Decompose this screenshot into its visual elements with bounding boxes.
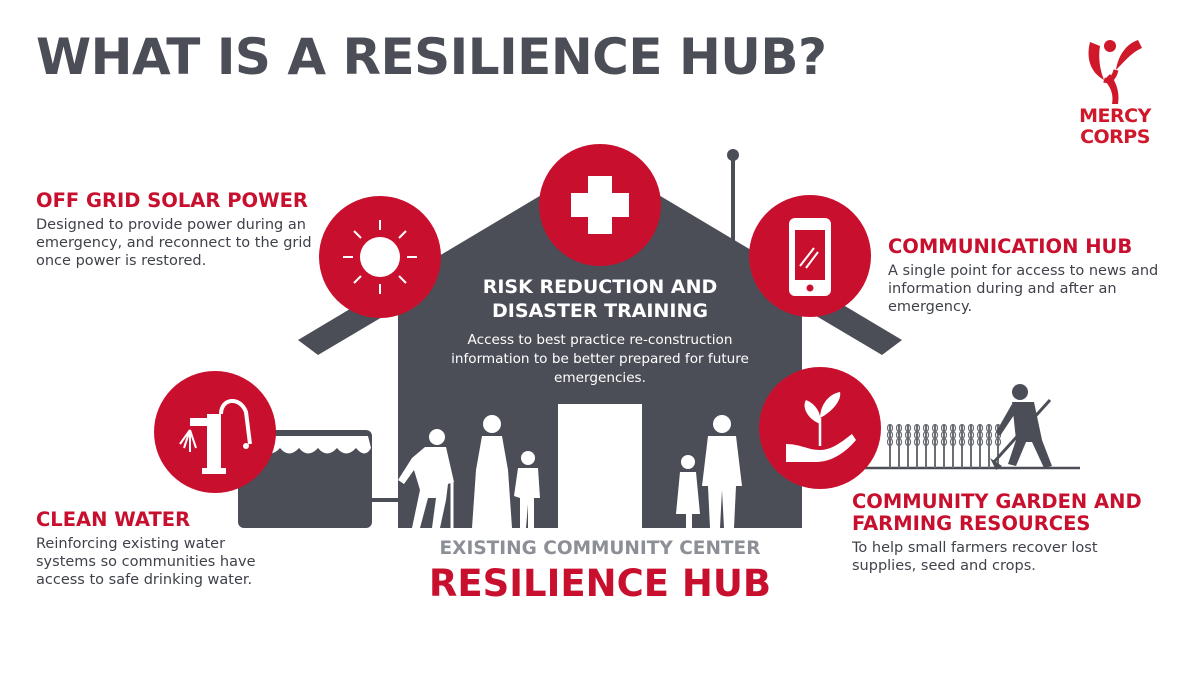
medical-cross-icon: [571, 176, 629, 234]
feature-garden-title-line2: FARMING RESOURCES: [852, 512, 1091, 535]
crop-grain: [976, 437, 984, 447]
feature-water-title: CLEAN WATER: [36, 508, 191, 531]
sun-icon: [343, 220, 417, 294]
man-figure: [702, 415, 742, 528]
feature-garden-title-line1: COMMUNITY GARDEN AND: [852, 490, 1142, 513]
feature-garden: COMMUNITY GARDEN AND FARMING RESOURCES T…: [852, 491, 1182, 575]
feature-solar-text: Designed to provide power during an emer…: [36, 217, 312, 269]
feature-water: CLEAN WATER Reinforcing existing water s…: [36, 509, 271, 589]
crop-grain: [949, 437, 957, 447]
crop-grain: [940, 437, 948, 447]
crop-grain: [886, 437, 894, 447]
crop-grain: [994, 437, 1002, 447]
crop-grain: [958, 437, 966, 447]
feature-communication-title: COMMUNICATION HUB: [888, 235, 1133, 258]
solar-icon-circle: [319, 196, 441, 318]
crop-grain: [913, 437, 921, 447]
logo-text-corps: CORPS: [1080, 126, 1150, 148]
feature-risk-text: Access to best practice re-construction …: [451, 332, 749, 386]
feature-solar: OFF GRID SOLAR POWER Designed to provide…: [36, 190, 336, 270]
crop-grain: [922, 437, 930, 447]
crop-grain: [904, 437, 912, 447]
smartphone-icon: [789, 218, 831, 296]
farmer-figure: [990, 384, 1052, 470]
crop-grain: [967, 437, 975, 447]
hub-title: RESILIENCE HUB: [428, 562, 772, 605]
crop-grain: [931, 437, 939, 447]
crop-grain: [895, 437, 903, 447]
garden-icon-circle: [759, 367, 881, 489]
woman-figure: [472, 415, 512, 528]
doorway: [558, 404, 642, 528]
hub-subtitle: EXISTING COMMUNITY CENTER: [439, 538, 761, 559]
feature-communication: COMMUNICATION HUB A single point for acc…: [888, 236, 1168, 316]
feature-risk: RISK REDUCTION AND DISASTER TRAINING Acc…: [432, 275, 768, 388]
feature-solar-title: OFF GRID SOLAR POWER: [36, 189, 308, 212]
crop-grain: [985, 437, 993, 447]
risk-icon-circle: [539, 144, 661, 266]
feature-risk-title-line2: DISASTER TRAINING: [492, 300, 708, 322]
seedling-hand-icon: [786, 392, 856, 462]
elderly-person-figure: [398, 429, 454, 528]
antenna-tip: [727, 149, 739, 161]
feature-water-text: Reinforcing existing water systems so co…: [36, 536, 256, 588]
water-icon-circle: [154, 371, 276, 493]
feature-communication-text: A single point for access to news and in…: [888, 263, 1159, 315]
girl-figure: [676, 455, 700, 528]
feature-risk-title-line1: RISK REDUCTION AND: [482, 276, 718, 298]
logo-text-mercy: MERCY: [1079, 105, 1151, 127]
page-title: WHAT IS A RESILIENCE HUB?: [36, 28, 827, 86]
communication-icon-circle: [749, 195, 871, 317]
water-pump-icon: [179, 399, 252, 474]
mercy-corps-logo: MERCY CORPS: [1060, 36, 1170, 156]
mercy-corps-figure-icon: [1088, 40, 1142, 104]
feature-garden-text: To help small farmers recover lost suppl…: [852, 540, 1098, 574]
crops: [862, 423, 1080, 470]
child-figure-left: [514, 451, 540, 528]
